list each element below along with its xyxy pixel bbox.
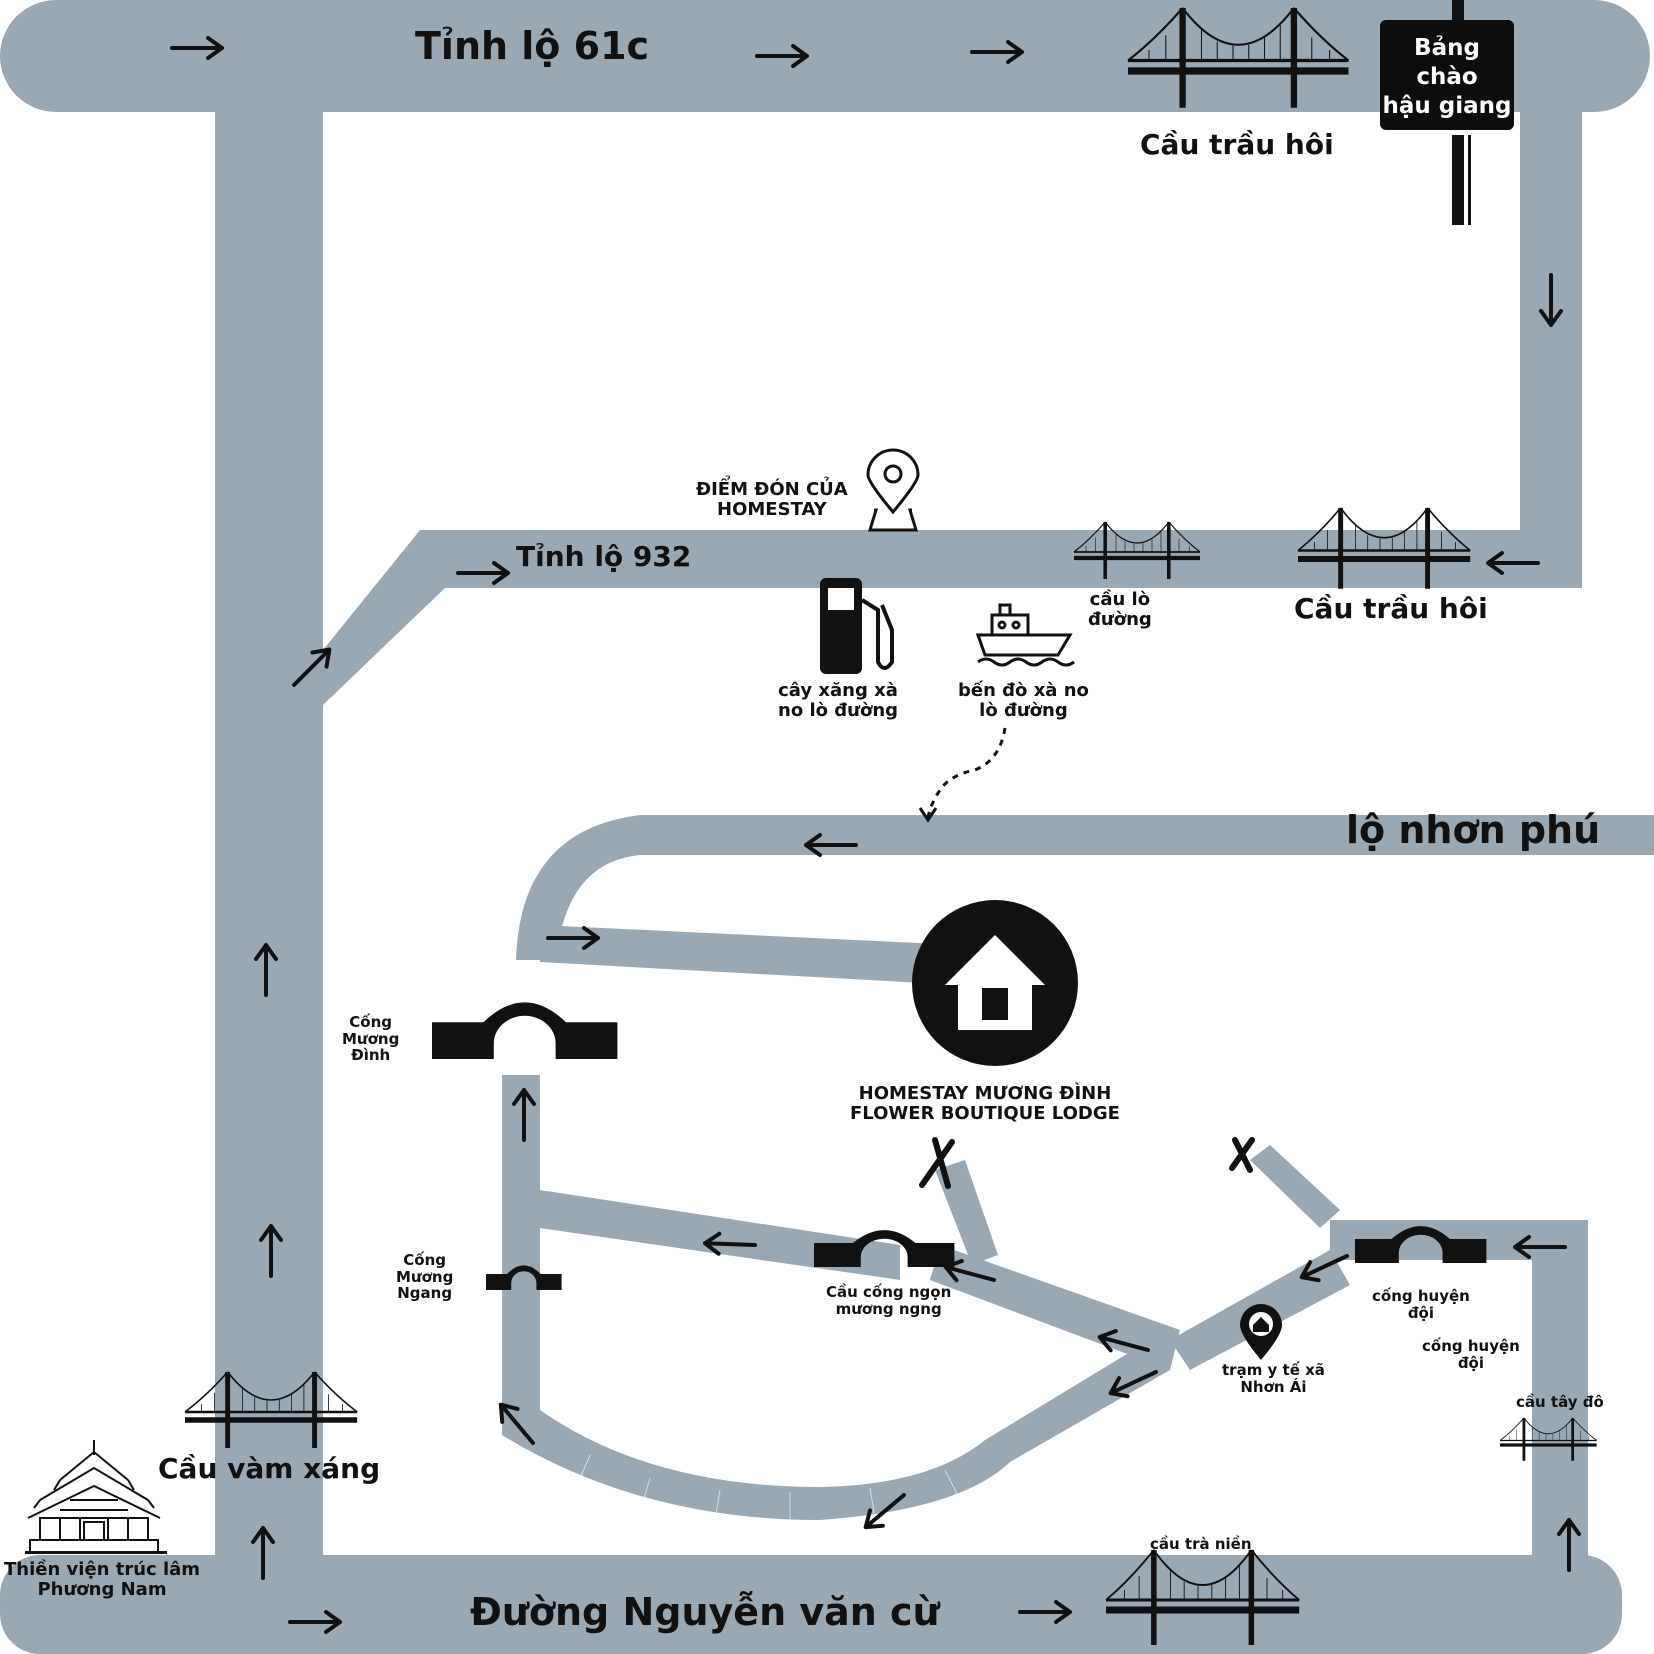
gas-station-label: cây xăng xà no lò đường: [778, 680, 899, 721]
culvert-label-cau-cong-ngon: Cầu cống ngọn mương ngng: [826, 1283, 952, 1318]
road-right-lower-vertical: [1532, 1220, 1588, 1580]
road-tile-seams: [574, 1454, 961, 1522]
temple-icon: [25, 1440, 167, 1554]
road-nhon-phu-curve: [516, 815, 640, 960]
culvert-label-muong-ngang: Cống Mương Ngang: [396, 1251, 454, 1302]
road-left-vertical: [215, 100, 323, 1570]
road-inner-vertical: [502, 1075, 540, 1435]
road-to-x2: [1250, 1145, 1340, 1228]
culvert-icon: [432, 1002, 618, 1059]
road-nguyen-van-cu: [0, 1555, 1622, 1654]
culvert-label-muong-dinh: Cống Mương Đình: [342, 1013, 400, 1064]
bridge-label-cau-tay-do: cầu tây đô: [1516, 1393, 1604, 1411]
ferry-route: [926, 727, 1007, 819]
road-right-vertical: [1520, 100, 1582, 588]
road-diagonal-left: [930, 1245, 1180, 1370]
pickup-point-label: ĐIỂM ĐÓN CỦA HOMESTAY: [696, 479, 848, 520]
bridge-label-cau-trau-hoi-top: Cầu trầu hôi: [1140, 128, 1334, 161]
ferry-boat-icon: [975, 603, 1075, 667]
location-pin-icon: [866, 448, 920, 532]
homestay-label: HOMESTAY MƯƠNG ĐÌNH FLOWER BOUTIQUE LODG…: [850, 1083, 1120, 1124]
closed-x-icon: [919, 1137, 1255, 1189]
bridge-label-cau-lo-duong: cầu lò đường: [1088, 589, 1152, 630]
culvert-label-huyen-doi-2: cống huyện đội: [1422, 1337, 1520, 1372]
road-label-lo-nhon-phu: lộ nhơn phú: [1346, 808, 1601, 852]
road-label-tinh-lo-932: Tỉnh lộ 932: [516, 540, 692, 573]
arrow-icon: [918, 807, 938, 823]
temple-label: Thiền viện trúc lâm Phương Nam: [4, 1559, 201, 1600]
bridge-label-cau-vam-xang: Cầu vàm xáng: [158, 1452, 381, 1485]
sign-post: [1452, 0, 1471, 225]
health-pin-icon: [1240, 1304, 1282, 1360]
house-icon: [912, 900, 1078, 1066]
culvert-label-huyen-doi-1: cống huyện đội: [1372, 1287, 1470, 1322]
road-tinh-lo-61c: [0, 0, 1650, 112]
ferry-label: bến đò xà no lò đường: [958, 680, 1089, 721]
road-label-nguyen-van-cu: Đường Nguyễn văn cừ: [470, 1590, 940, 1634]
road-to-homestay: [540, 925, 960, 985]
health-station-label: trạm y tế xã Nhơn Ái: [1222, 1361, 1325, 1396]
road-bottom-curve: [502, 1340, 1170, 1520]
bridge-label-cau-tra-nien: cầu trà niền: [1150, 1535, 1252, 1553]
road-932-connector: [323, 530, 445, 705]
bridge-label-cau-trau-hoi-mid: Cầu trầu hôi: [1294, 592, 1488, 625]
gas-pump-icon: [820, 578, 894, 674]
road-label-tinh-lo-61c: Tỉnh lộ 61c: [415, 24, 650, 68]
welcome-sign: Bảng chào hậu giang: [1380, 20, 1514, 130]
